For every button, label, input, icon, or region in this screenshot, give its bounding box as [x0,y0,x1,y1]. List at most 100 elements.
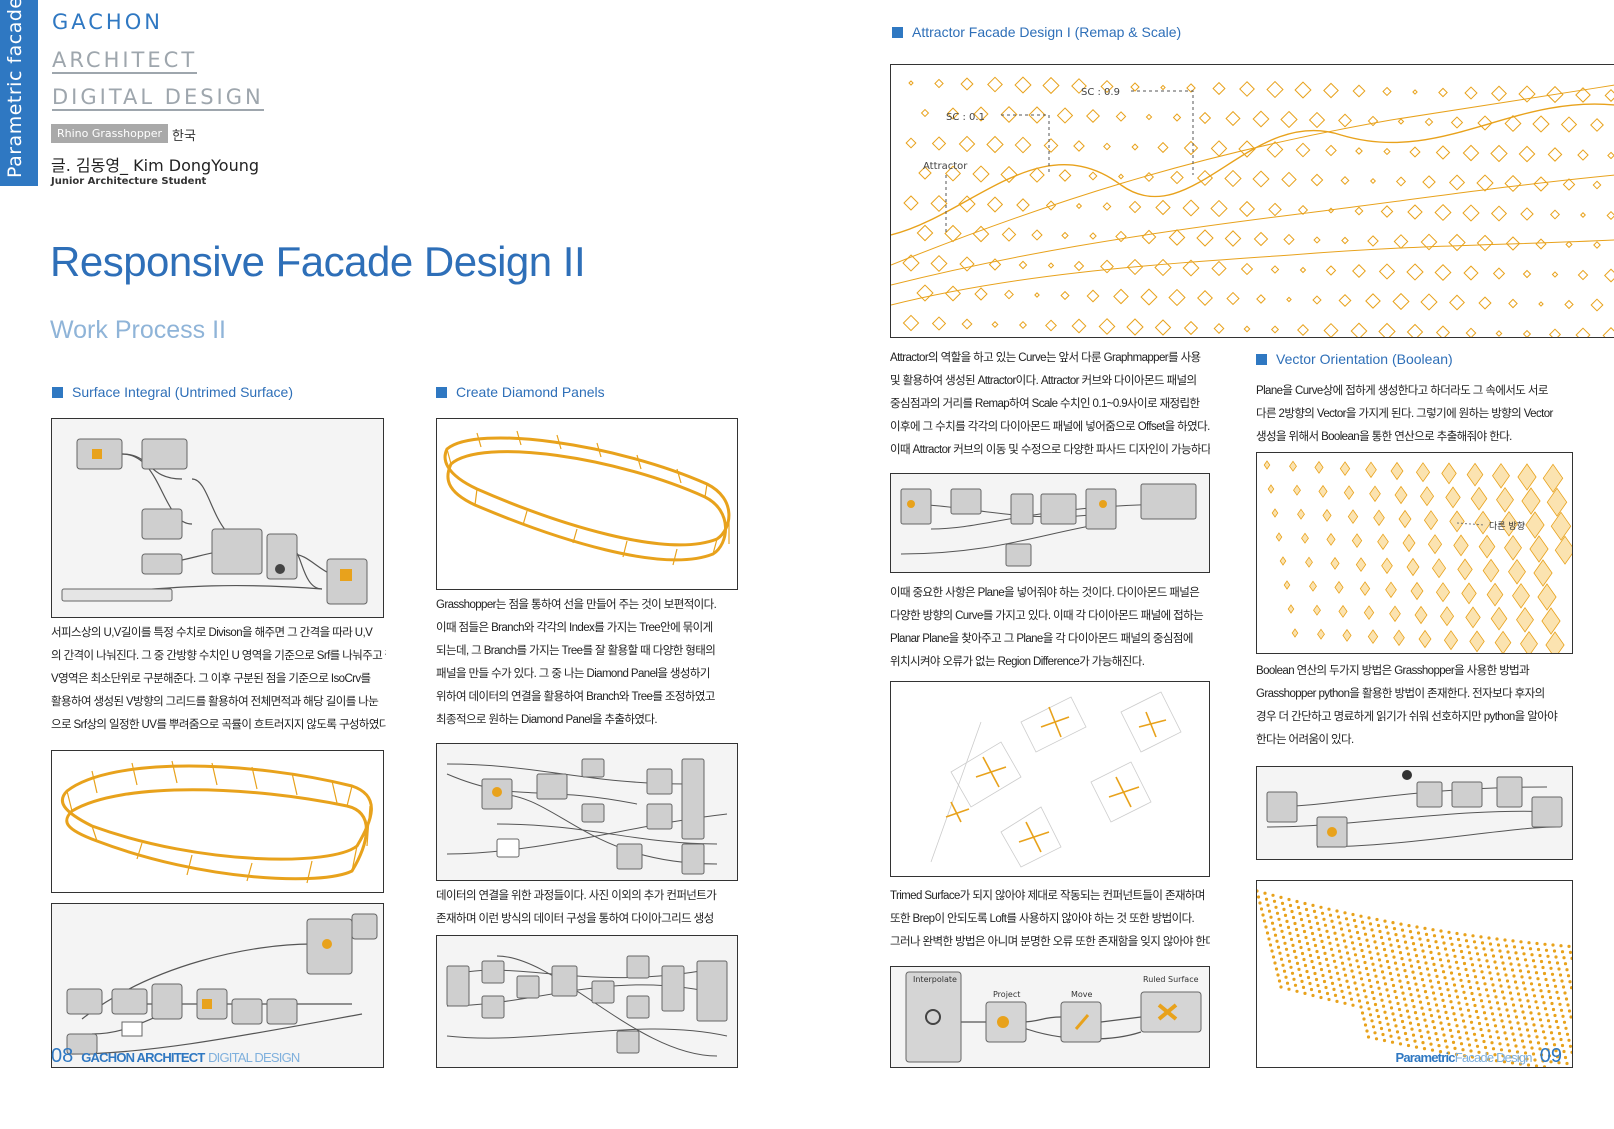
result-dot [1426,1002,1431,1006]
facade-diamond-panel [1338,113,1352,128]
result-dot [1428,979,1433,983]
result-dot [1506,1043,1510,1047]
facade-diamond-panel [1018,260,1028,270]
result-dot [1399,985,1404,989]
facade-diamond-panel [1409,146,1421,158]
result-dot [1426,938,1430,942]
result-dot [1389,1034,1393,1038]
facade-diamond-panel [1042,76,1060,95]
result-dot [1392,1018,1397,1022]
result-dot [1396,1001,1400,1006]
result-dot [1329,975,1333,979]
author: 글. 김동영_ Kim DongYoung [51,156,260,175]
result-dot [1458,1007,1463,1011]
result-dot [1331,925,1336,929]
result-dot [1526,1063,1531,1067]
result-dot [1533,965,1537,969]
boolean-result-image [1256,880,1573,1068]
vector-panel [1415,462,1431,483]
result-dot [1275,939,1279,943]
facade-diamond-panel [1308,111,1326,129]
vector-panel [1533,559,1553,587]
footer-brand-sub: DIGITAL DESIGN [208,1050,300,1065]
result-dot [1413,1011,1418,1015]
result-dot [1530,1046,1534,1050]
result-dot [1562,1020,1567,1024]
result-dot [1347,957,1351,961]
result-dot [1527,1005,1532,1009]
result-dot [1444,982,1449,986]
result-dot [1465,1002,1469,1006]
result-dot [1416,960,1420,964]
result-dot [1320,939,1324,943]
result-dot [1466,945,1470,949]
result-dot [1376,923,1381,928]
result-dot [1346,923,1350,927]
facade-diamond-panel [1140,288,1158,306]
result-dot [1559,1008,1564,1012]
result-dot [1344,945,1348,949]
facade-diamond-panel [1283,233,1295,246]
result-dot [1358,971,1362,975]
vector-panel [1385,581,1397,599]
result-dot [1443,947,1448,951]
result-dot [1527,941,1531,945]
result-dot [1381,1004,1386,1008]
attractor-diagram: SC : 0.1 SC : 0.9 Attractor [891,76,1614,337]
result-dot [1258,901,1262,905]
result-dot [1568,980,1572,984]
facade-diamond-panel [958,135,976,153]
gh-definition-diamond-2 [436,935,738,1068]
result-dot [1519,940,1523,944]
facade-diamond-panel [1463,265,1479,281]
result-dot [1489,977,1494,981]
result-dot [1475,952,1480,956]
result-dot [1334,965,1338,969]
result-dot [1282,969,1287,973]
text-line: 이때 Attractor 커브의 이동 및 수정으로 다양한 파사드 디자인이 … [890,444,1210,456]
result-dot [1501,961,1505,965]
result-dot [1447,994,1452,998]
page-number-left: 08 [51,1045,74,1067]
result-dot [1510,997,1514,1001]
facade-diamond-panel [1547,147,1563,162]
result-dot [1272,899,1277,903]
result-dot [1511,1032,1515,1036]
result-dot [1281,935,1286,939]
facade-diamond-panel [1380,205,1394,218]
result-dot [1391,921,1395,925]
result-dot [1443,1039,1448,1043]
result-dot [1379,964,1383,968]
facade-diamond-panel [1382,86,1392,97]
result-dot [1269,915,1273,919]
facade-diamond-panel [1438,87,1448,98]
vector-panel [1431,558,1447,579]
result-dot [1460,984,1465,988]
result-dot [1409,964,1414,968]
result-dot [1317,927,1321,931]
facade-diamond-panel [1089,232,1097,240]
facade-diamond-panel [1508,298,1518,309]
facade-diamond-panel [1310,173,1324,187]
result-dot [1363,932,1368,936]
result-dot [1492,989,1497,993]
result-dot [1325,991,1330,996]
result-dot [1490,1041,1494,1045]
result-dot [1531,1052,1536,1056]
facade-diamond-panel [931,136,947,151]
facade-diamond-panel [1225,110,1241,127]
result-dot [1507,985,1511,989]
result-dot [1425,996,1429,1000]
facade-diamond-panel [930,194,948,213]
text-line: V영역은 최소단위로 구분해준다. 그 이후 구분된 점을 기준으로 IsoCr… [51,673,371,685]
result-dot [1517,1056,1521,1060]
facade-diamond-panel [1128,200,1142,214]
facade-diamond-panel [1073,260,1085,272]
result-dot [1464,939,1469,943]
vector-panel [1330,556,1340,570]
result-dot [1427,1036,1432,1040]
result-dot [1349,997,1354,1001]
vector-panel [1377,533,1389,551]
result-dot [1479,999,1484,1003]
result-dot [1453,1018,1458,1022]
